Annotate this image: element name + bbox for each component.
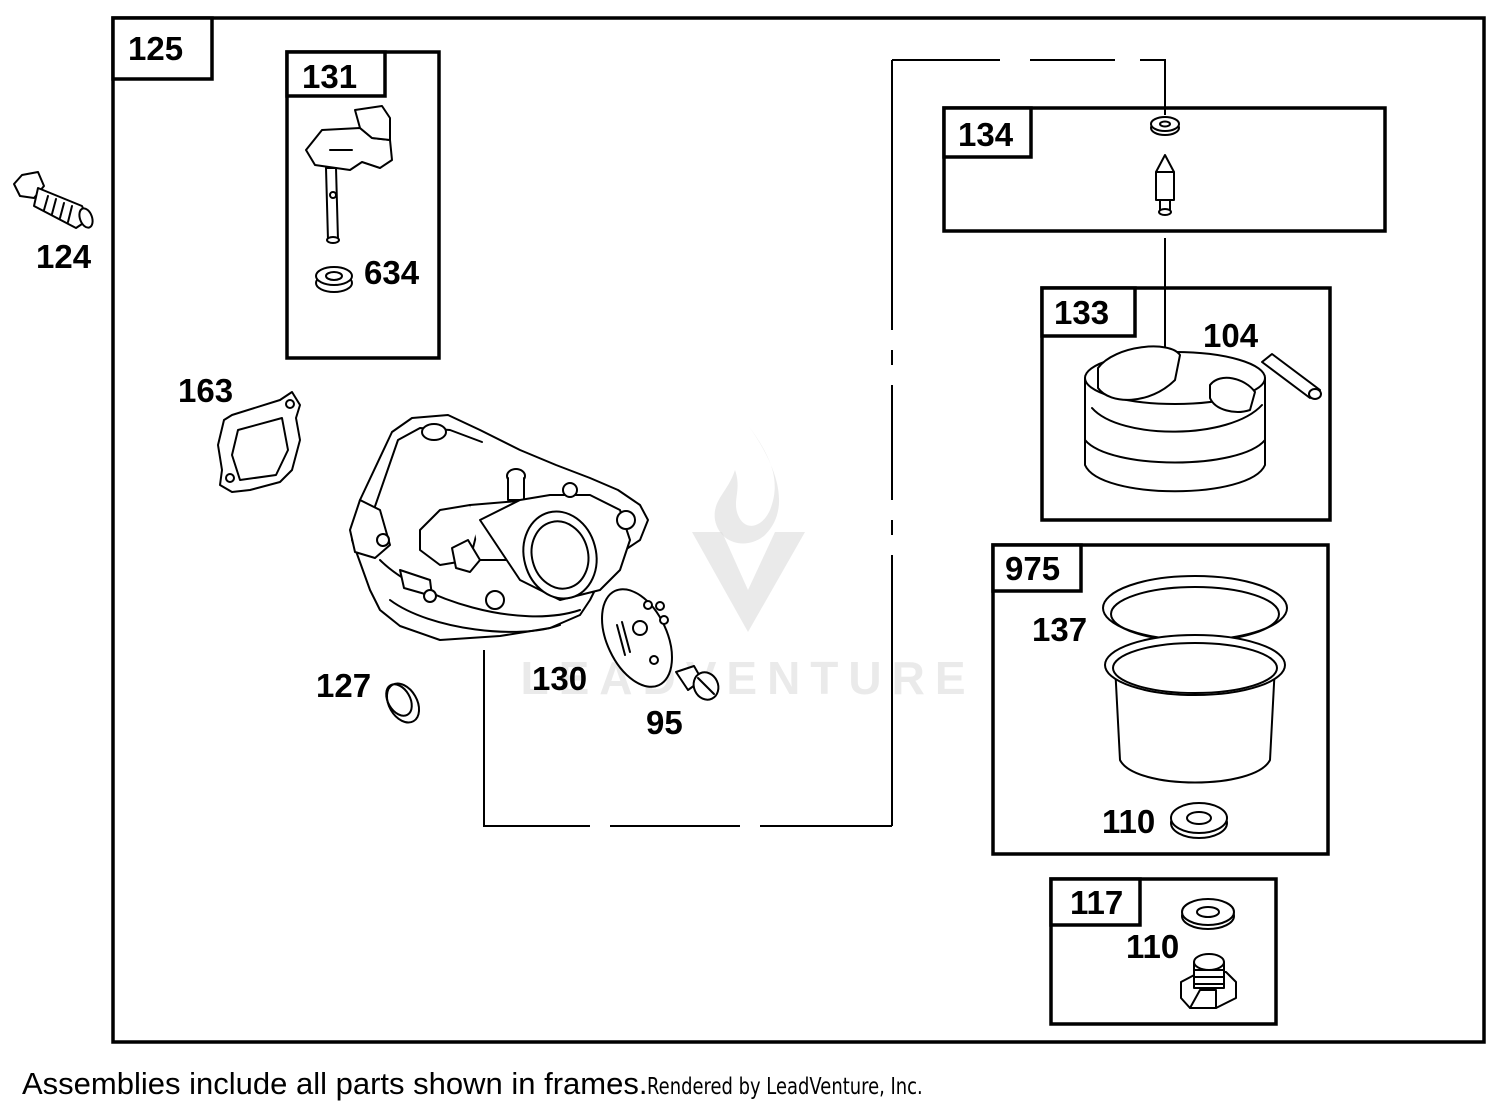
needle-seat-icon [1150,116,1180,136]
float-bowl-gasket-137-icon [1102,575,1288,642]
part-label-634: 634 [364,254,420,291]
float-133-icon [1084,345,1266,493]
frame-134-label: 134 [958,116,1014,153]
part-label-110-bowl: 110 [1102,803,1155,840]
seal-634-icon [315,266,353,293]
frame-125-label: 125 [128,30,183,67]
watermark-v-icon [692,532,805,632]
footer-credit: Rendered by LeadVenture, Inc. [647,1074,924,1100]
carburetor-body-icon [349,414,649,641]
screw-95-icon [675,665,720,701]
frame-125: 125 [111,16,1486,1044]
frame-117-label: 117 [1070,884,1123,921]
leader-lines [483,59,1166,827]
part-label-137: 137 [1032,611,1087,648]
float-bowl-icon [1104,634,1286,784]
hinge-pin-104-icon [1261,353,1322,400]
watermark-flame-icon [714,425,780,544]
part-label-163: 163 [178,372,233,409]
frame-975-label: 975 [1005,550,1060,587]
washer-110-icon [1170,802,1228,839]
throttle-plate-130-icon [601,588,673,688]
bowl-nut-117-icon [1180,953,1237,1009]
float-bracket-icon [305,105,393,244]
washer-110-b-icon [1181,898,1235,930]
part-label-130: 130 [532,660,587,697]
footer-note: Assemblies include all parts shown in fr… [22,1066,648,1101]
footer: Assemblies include all parts shown in fr… [22,1066,1001,1102]
part-label-124: 124 [36,238,92,275]
part-label-110-nut: 110 [1126,928,1179,965]
frame-117: 117 [1049,877,1278,1026]
part-label-95: 95 [646,704,683,741]
watermark-text: LEADVENTURE [520,652,975,704]
gasket-163-icon [217,391,301,493]
frame-133: 133 [1040,286,1332,522]
inlet-needle-icon [1155,154,1175,216]
frame-133-label: 133 [1054,294,1109,331]
bolt-124-icon [13,171,94,229]
part-label-127: 127 [316,667,371,704]
frame-131: 131 [285,50,441,360]
frame-131-label: 131 [302,58,357,95]
frame-975: 975 [991,543,1330,856]
part-label-104: 104 [1203,317,1259,354]
welch-plug-127-icon [385,682,421,724]
